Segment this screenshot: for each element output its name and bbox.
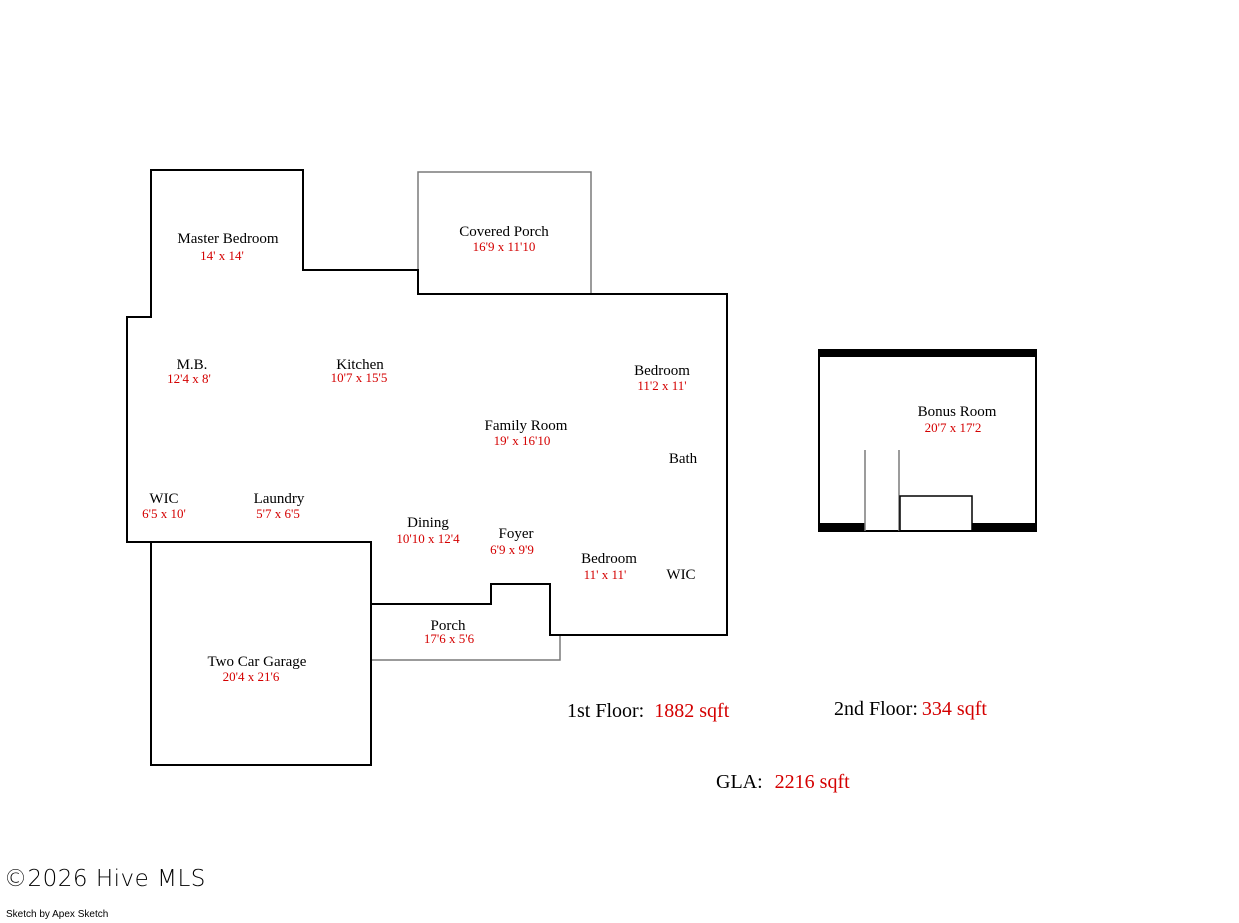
covered-porch-label: Covered Porch [459, 224, 549, 240]
porch-dim: 17'6 x 5'6 [424, 631, 475, 646]
bonus-room-outline [818, 349, 1037, 532]
bonus-room-closet [899, 495, 973, 532]
front-porch-outline [371, 635, 561, 661]
second-floor-label: 2nd Floor: [834, 698, 918, 720]
main-house-outline [126, 169, 728, 636]
kitchen-label: Kitchen [336, 357, 384, 373]
bedroom-2-dim: 11' x 11' [584, 567, 627, 582]
master-bedroom-dim: 14' x 14' [200, 248, 244, 263]
laundry-dim: 5'7 x 6'5 [256, 506, 300, 521]
bedroom-1-dim: 11'2 x 11' [637, 378, 686, 393]
mb-dim: 12'4 x 8' [167, 371, 211, 386]
second-floor-value: 334 sqft [922, 698, 987, 720]
bedroom-1-label: Bedroom [634, 363, 690, 379]
gla-summary: GLA: 2216 sqft [716, 771, 850, 793]
first-floor-value: 1882 sqft [654, 700, 729, 722]
copyright-watermark: ©2026 Hive MLS [4, 866, 206, 892]
bonus-room-label: Bonus Room [918, 404, 997, 420]
first-floor-label: 1st Floor: [567, 700, 644, 722]
covered-porch-dim: 16'9 x 11'10 [473, 239, 536, 254]
laundry-label: Laundry [254, 491, 305, 507]
foyer-label: Foyer [499, 526, 534, 542]
gla-label: GLA: [716, 771, 763, 793]
gla-value: 2216 sqft [775, 771, 850, 793]
sketch-credit: Sketch by Apex Sketch [6, 909, 109, 920]
wic-2-label: WIC [666, 567, 695, 583]
covered-porch-outline [417, 171, 592, 294]
bonus-room-top-wall [819, 349, 1037, 357]
bonus-room-bottom-wall-left [819, 523, 865, 531]
dining-label: Dining [407, 515, 449, 531]
foyer-dim: 6'9 x 9'9 [490, 542, 534, 557]
garage-outline [150, 541, 372, 766]
garage-dim: 20'4 x 21'6 [223, 669, 280, 684]
garage-label: Two Car Garage [208, 654, 307, 670]
wic-1-dim: 6'5 x 10' [142, 506, 186, 521]
porch-label: Porch [431, 618, 466, 634]
wic-1-label: WIC [149, 491, 178, 507]
bonus-room-bottom-wall-right [972, 523, 1037, 531]
first-floor-summary: 1st Floor: 1882 sqft [567, 700, 730, 722]
master-bedroom-label: Master Bedroom [177, 231, 279, 247]
mb-label: M.B. [177, 357, 208, 373]
dining-dim: 10'10 x 12'4 [396, 531, 460, 546]
bedroom-2-label: Bedroom [581, 551, 637, 567]
bonus-room-dim: 20'7 x 17'2 [925, 420, 982, 435]
kitchen-dim: 10'7 x 15'5 [331, 370, 388, 385]
family-room-label: Family Room [485, 418, 568, 434]
bath-label: Bath [669, 451, 698, 467]
second-floor-summary: 2nd Floor: 334 sqft [834, 698, 987, 720]
family-room-dim: 19' x 16'10 [494, 433, 551, 448]
